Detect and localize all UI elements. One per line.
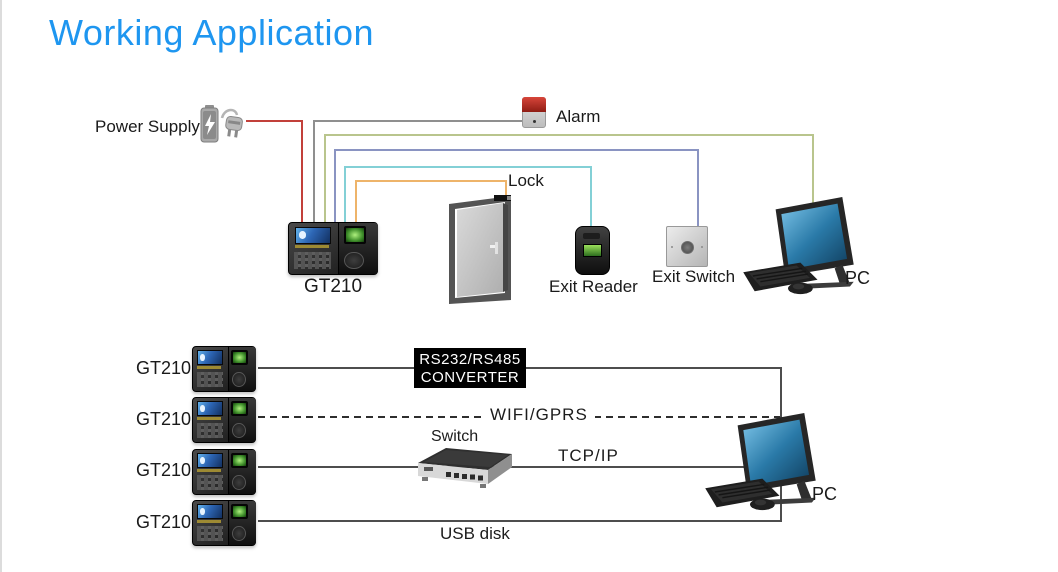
fingerprint-sensor-icon <box>231 503 248 520</box>
gt210-label-top: GT210 <box>303 276 363 297</box>
exit-reader-icon <box>575 226 610 275</box>
wire-pc-h <box>324 134 814 136</box>
wire-lock-v1 <box>355 180 357 222</box>
lock-label: Lock <box>508 171 544 190</box>
gt210-label-3: GT210 <box>136 460 192 480</box>
gt210-keypad <box>294 252 332 269</box>
wifi-gprs-label: WIFI/GPRS <box>483 405 595 425</box>
rs232-converter-box: RS232/RS485 CONVERTER <box>414 348 526 388</box>
wire-pc-v2 <box>812 134 814 206</box>
fingerprint-sensor-icon <box>231 452 248 469</box>
gt210-device-1 <box>192 346 256 392</box>
wire-exit-switch-v1 <box>334 149 336 222</box>
network-switch-icon <box>418 448 512 488</box>
slide-left-edge <box>0 0 2 572</box>
line-usb <box>258 520 782 522</box>
exit-switch-label: Exit Switch <box>652 267 736 286</box>
gt210-device-2 <box>192 397 256 443</box>
exit-switch-icon <box>666 226 708 267</box>
wire-alarm-h <box>313 120 524 122</box>
gt210-device-3 <box>192 449 256 495</box>
tcpip-label: TCP/IP <box>558 446 619 465</box>
page-title: Working Application <box>49 12 375 53</box>
gt210-dpad <box>344 251 364 269</box>
pc-label-top: PC <box>845 268 871 288</box>
wire-exit-reader-v1 <box>344 166 346 222</box>
pc-label-bottom: PC <box>812 484 838 504</box>
power-supply-icon <box>200 105 243 143</box>
converter-line2: CONVERTER <box>420 369 520 386</box>
switch-label: Switch <box>431 428 479 445</box>
wire-lock-v2 <box>505 180 507 198</box>
alarm-label: Alarm <box>556 107 601 126</box>
wire-alarm-v <box>313 120 315 222</box>
gt210-device-4 <box>192 500 256 546</box>
wire-exit-switch-v2 <box>697 149 699 227</box>
wire-exit-reader-v2 <box>590 166 592 228</box>
wire-pc-v1 <box>324 134 326 222</box>
wire-lock-h <box>355 180 507 182</box>
door-graphic <box>449 195 511 304</box>
exit-switch-button <box>681 240 694 254</box>
gt210-label-4: GT210 <box>136 512 192 532</box>
usb-disk-label: USB disk <box>440 524 510 543</box>
gt210-screen <box>295 226 331 244</box>
fingerprint-sensor-icon <box>231 400 248 417</box>
wire-exit-reader-h <box>344 166 592 168</box>
alarm-icon <box>522 97 546 128</box>
fingerprint-sensor-icon <box>231 349 248 366</box>
converter-line1: RS232/RS485 <box>419 351 521 368</box>
gt210-label-2: GT210 <box>136 409 192 429</box>
exit-reader-label: Exit Reader <box>549 277 638 296</box>
gt210-function-strip <box>295 245 329 249</box>
fingerprint-sensor-icon <box>343 226 367 245</box>
power-supply-label: Power Supply <box>95 117 200 136</box>
wire-exit-switch-h <box>334 149 699 151</box>
wire-power-v <box>301 120 303 222</box>
wire-power-h <box>246 120 303 122</box>
gt210-device-top <box>288 222 378 275</box>
gt210-label-1: GT210 <box>136 358 192 378</box>
